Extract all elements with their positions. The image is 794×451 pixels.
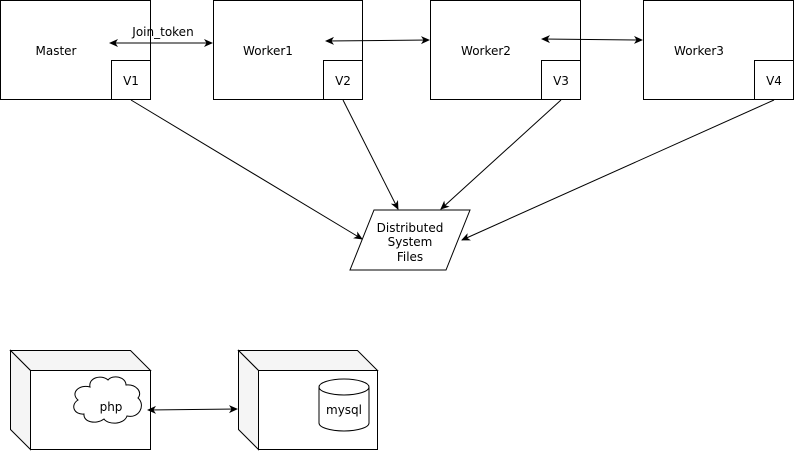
volume-v1[interactable]: V1 xyxy=(111,60,151,100)
edge-worker1-worker2[interactable] xyxy=(325,36,430,45)
edge-v3-dfs[interactable] xyxy=(440,99,562,210)
edge-v4-dfs[interactable] xyxy=(461,99,775,241)
php-label: php xyxy=(100,400,123,414)
dfs-label-line3: Files xyxy=(397,250,423,264)
volume-v3-label: V3 xyxy=(553,74,569,88)
distributed-file-system[interactable]: Distributed System Files xyxy=(349,209,471,271)
worker1-label: Worker1 xyxy=(243,44,293,58)
edge-worker2-worker3[interactable] xyxy=(541,35,643,44)
dfs-label-line2: System xyxy=(388,235,433,249)
mysql-database-icon: mysql xyxy=(318,378,370,432)
mysql-label: mysql xyxy=(326,403,362,417)
volume-v4-label: V4 xyxy=(766,74,782,88)
volume-v2[interactable]: V2 xyxy=(323,60,363,100)
edge-php-mysql[interactable] xyxy=(147,405,238,414)
join-token-label: Join_token xyxy=(131,25,193,39)
worker3-label: Worker3 xyxy=(674,44,724,58)
volume-v3[interactable]: V3 xyxy=(541,60,581,100)
edge-v2-dfs[interactable] xyxy=(342,99,399,210)
volume-v2-label: V2 xyxy=(335,74,351,88)
edge-v1-dfs[interactable] xyxy=(130,99,363,240)
master-node[interactable]: Master xyxy=(0,0,151,100)
php-cloud-icon: php xyxy=(73,376,142,424)
worker2-label: Worker2 xyxy=(461,44,511,58)
dfs-label-line1: Distributed xyxy=(377,221,444,235)
volume-v1-label: V1 xyxy=(123,74,139,88)
master-label: Master xyxy=(36,44,77,58)
volume-v4[interactable]: V4 xyxy=(754,60,794,100)
